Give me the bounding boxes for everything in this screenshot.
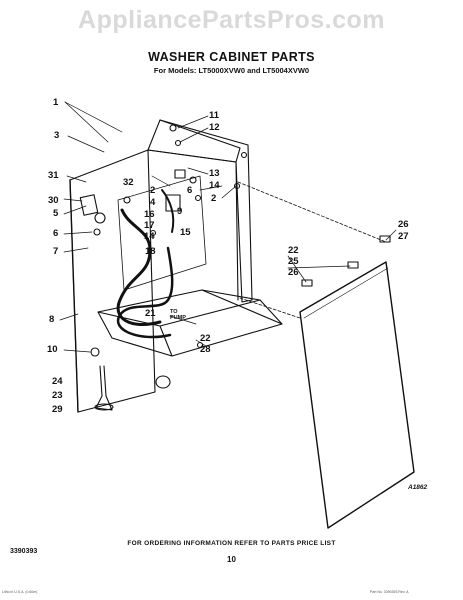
callout-22: 22	[200, 333, 211, 344]
callout-30: 30	[48, 195, 59, 206]
cabinet-top-frame	[147, 119, 241, 163]
callout-32: 32	[123, 177, 134, 188]
inlet-hose	[116, 208, 162, 327]
leveling-leg	[95, 365, 113, 411]
callout-25: 25	[288, 256, 299, 267]
valve-part	[165, 194, 181, 212]
fine-print-right: Part No. 3390393 Rev. A	[370, 590, 409, 594]
fill-hose	[161, 189, 175, 233]
callout-18: 18	[145, 246, 156, 257]
callout-16: 16	[144, 209, 155, 220]
callout-28: 28	[200, 344, 211, 355]
document-number: 3390393	[10, 548, 38, 555]
callout-1: 1	[53, 97, 59, 108]
callout-14b: 14	[144, 231, 155, 242]
to-pump-label: TO PUMP	[170, 309, 186, 321]
page-subtitle: For Models: LT5000XVW0 and LT5004XVW0	[153, 66, 310, 75]
callout-13: 13	[209, 168, 220, 179]
fine-print-left: Litho in U.S.A. (0.60m)	[2, 590, 38, 594]
callout-15: 15	[180, 227, 191, 238]
callout-22b: 22	[288, 245, 299, 256]
cabinet-left-panel	[69, 149, 156, 413]
front-panel	[299, 261, 415, 529]
callout-31: 31	[48, 170, 59, 181]
callout-8: 8	[49, 314, 55, 325]
callout-14: 14	[209, 180, 220, 191]
callout-10: 10	[47, 344, 58, 355]
callout-9: 9	[177, 206, 183, 217]
callout-23: 23	[52, 390, 63, 401]
callout-7: 7	[53, 246, 59, 257]
callout-11: 11	[209, 110, 220, 121]
page-title: WASHER CABINET PARTS	[148, 50, 315, 64]
callout-3: 3	[54, 130, 60, 141]
cabinet-rear-edge	[235, 161, 253, 303]
callout-6: 6	[53, 228, 59, 239]
diagram-id: A1862	[408, 484, 428, 491]
page-number: 10	[227, 555, 236, 564]
callout-26b: 26	[288, 267, 299, 278]
callout-4: 4	[150, 197, 156, 208]
callout-12: 12	[209, 122, 220, 133]
bracket-part	[79, 194, 99, 216]
callout-21: 21	[145, 308, 156, 319]
ordering-note: FOR ORDERING INFORMATION REFER TO PARTS …	[127, 540, 336, 547]
leg-foot	[94, 403, 114, 411]
callout-5: 5	[53, 208, 59, 219]
watermark: AppliancePartsPros.com	[78, 6, 385, 34]
callout-2b: 2	[150, 185, 156, 196]
callout-24: 24	[52, 376, 63, 387]
drain-hose	[116, 246, 174, 339]
caster-foot	[155, 375, 171, 389]
callout-17: 17	[144, 220, 155, 231]
callout-27: 27	[398, 231, 409, 242]
callout-6b: 6	[187, 185, 193, 196]
callout-2: 2	[211, 193, 217, 204]
callout-26: 26	[398, 219, 409, 230]
callout-29: 29	[52, 404, 63, 415]
